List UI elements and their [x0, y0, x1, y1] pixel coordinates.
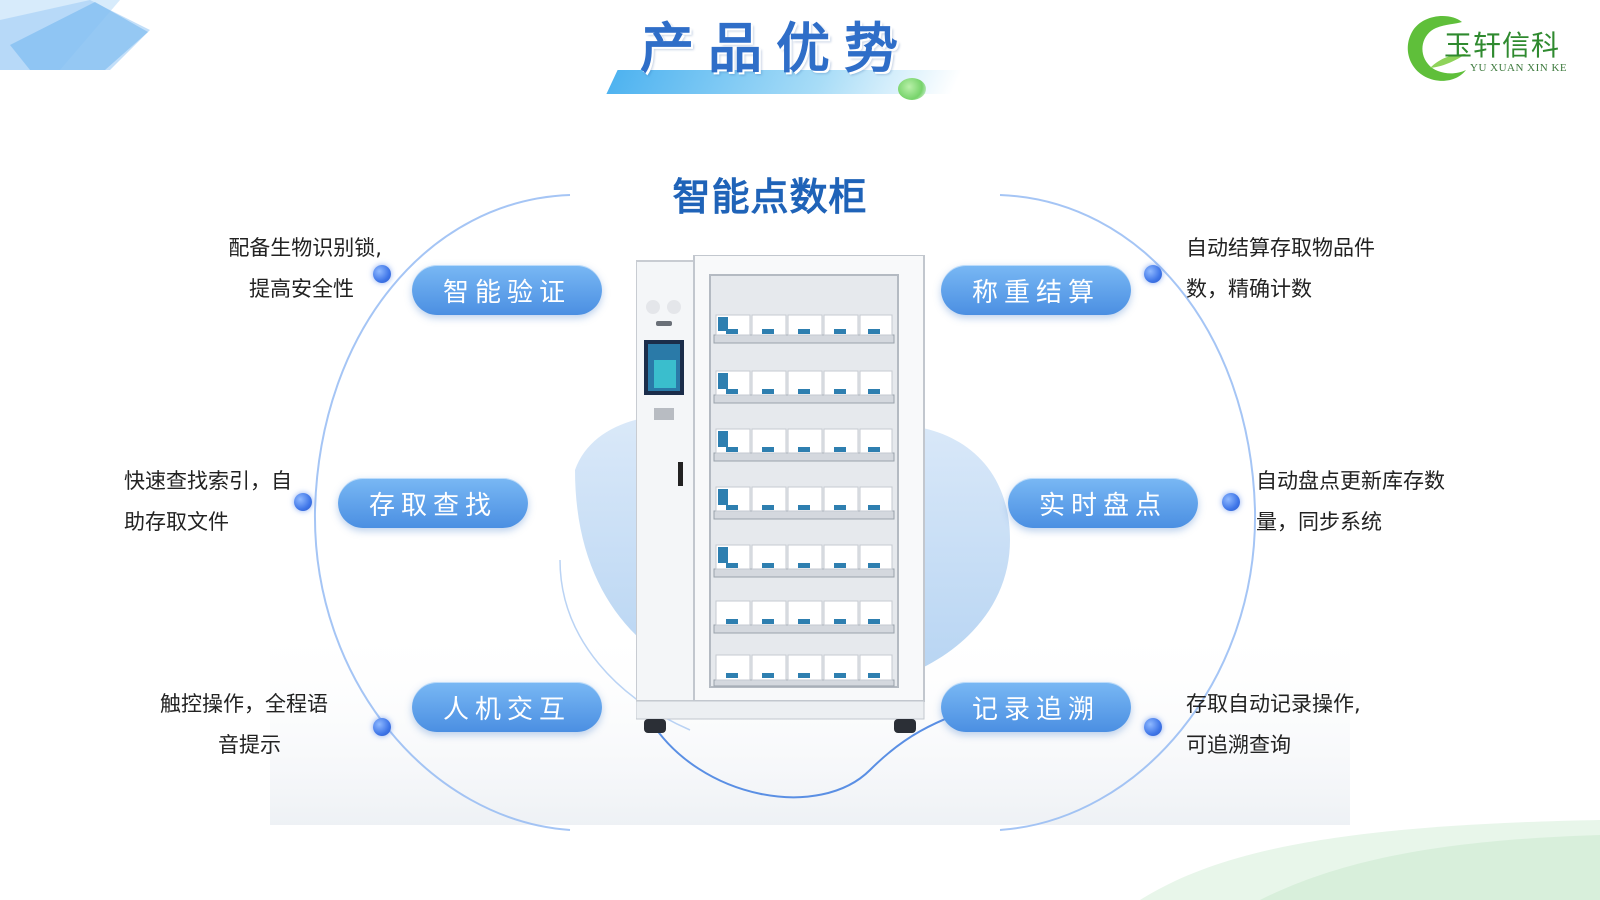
- corner-decoration-top-left: [0, 0, 150, 70]
- feature-desc-line: 存取自动记录操作,: [1186, 692, 1361, 716]
- product-heading: 智能点数柜: [672, 175, 868, 219]
- feature-desc-line: 自动结算存取物品件: [1186, 236, 1375, 260]
- smart-counting-cabinet-image: [636, 255, 925, 733]
- logo-c-leaf-icon: [1407, 16, 1466, 81]
- feature-desc-record-trace: 存取自动记录操作, 可追溯查询: [1186, 684, 1446, 766]
- feature-dot-traceability: [1144, 718, 1162, 736]
- logo-name: 玉轩信科: [1444, 29, 1561, 62]
- feature-dot-weighing: [1144, 265, 1162, 283]
- feature-desc-line: 助存取文件: [124, 510, 229, 534]
- feature-desc-realtime-inventory: 自动盘点更新库存数 量，同步系统: [1256, 461, 1516, 543]
- feature-desc-line: 数，精确计数: [1186, 277, 1312, 301]
- feature-dot-search: [294, 493, 312, 511]
- feature-dot-verification: [373, 265, 391, 283]
- corner-decoration-bottom-right: [1140, 820, 1600, 900]
- feature-pill-access-search: 存取查找: [338, 478, 528, 528]
- feature-desc-line: 量，同步系统: [1256, 510, 1382, 534]
- company-logo: 玉轩信科 YU XUAN XIN KE: [1400, 8, 1580, 88]
- page-title: 产品优势: [640, 17, 912, 80]
- feature-desc-access-search: 快速查找索引，自 助存取文件: [124, 461, 324, 543]
- feature-desc-line: 可追溯查询: [1186, 733, 1291, 757]
- feature-dot-interaction: [373, 718, 391, 736]
- logo-subtitle: YU XUAN XIN KE: [1470, 62, 1568, 74]
- feature-pill-human-machine: 人机交互: [412, 682, 602, 732]
- feature-desc-line: 快速查找索引，自: [124, 469, 292, 493]
- feature-pill-record-trace: 记录追溯: [941, 682, 1131, 732]
- feature-pill-realtime-inventory: 实时盘点: [1008, 478, 1198, 528]
- feature-desc-line: 配备生物识别锁,: [228, 236, 382, 260]
- feature-desc-line: 提高安全性: [249, 277, 354, 301]
- feature-desc-weighing-settlement: 自动结算存取物品件 数，精确计数: [1186, 228, 1446, 310]
- feature-dot-inventory: [1222, 493, 1240, 511]
- feature-desc-smart-verification: 配备生物识别锁, 提高安全性: [182, 228, 382, 310]
- feature-pill-smart-verification: 智能验证: [412, 265, 602, 315]
- feature-desc-line: 音提示: [218, 733, 281, 757]
- feature-desc-human-machine: 触控操作，全程语 音提示: [160, 684, 360, 766]
- feature-desc-line: 触控操作，全程语: [160, 692, 328, 716]
- feature-pill-weighing-settlement: 称重结算: [941, 265, 1131, 315]
- title-accent-dot: [898, 78, 926, 100]
- feature-desc-line: 自动盘点更新库存数: [1256, 469, 1445, 493]
